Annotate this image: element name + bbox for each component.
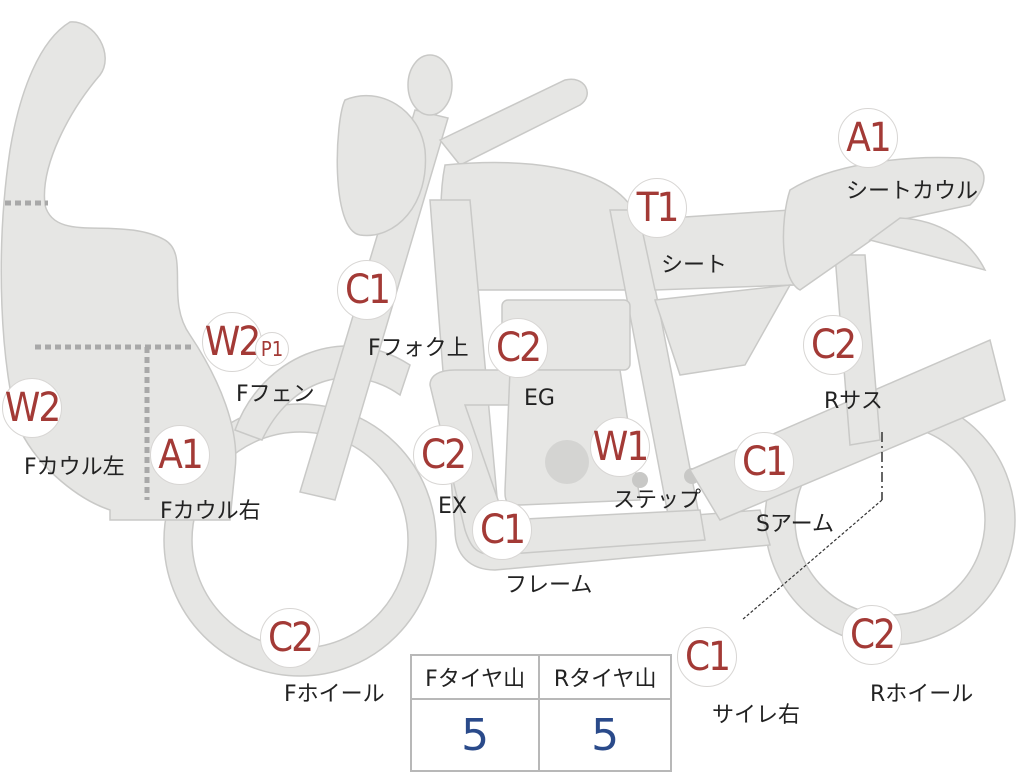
label-engine: EG [524,386,555,411]
grade-badge-swing-arm: C1 [734,432,794,492]
headlight-shape [336,94,427,237]
tail-shape [868,217,987,272]
label-exhaust: EX [438,494,467,519]
grade-badge-f-fork-upper: C1 [337,260,397,320]
label-f-fork-upper: Fフォク上 [368,336,469,361]
label-f-cowl-right: Fカウル右 [160,499,261,524]
grade-badge-engine: C2 [488,318,548,378]
tire-tread-table: Fタイヤ山 Rタイヤ山 5 5 [409,654,672,772]
label-r-wheel: Rホイール [870,682,974,707]
rear-tire-header: Rタイヤ山 [538,654,672,700]
label-rear-suspension: Rサス [824,389,883,414]
muffler-leader [741,499,883,621]
front-cowl-shape [0,21,237,521]
grade-badge-frame: C1 [472,500,532,560]
grade-badge-f-cowl-right: A1 [150,425,210,485]
grade-badge-r-wheel: C2 [842,605,902,665]
label-muffler-right: サイレ右 [712,703,801,728]
label-swing-arm: Sアーム [756,512,834,537]
grade-badge-f-fender: W2 [202,312,262,372]
label-frame: フレーム [505,573,593,598]
handlebar-shape [438,78,588,166]
label-seat-cowl: シートカウル [846,179,979,204]
grade-badge-f-cowl-left: W2 [2,378,62,438]
step-peg-1 [632,472,648,488]
front-tire-value: 5 [409,698,541,772]
label-seat: シート [661,253,728,278]
front-tire-header: Fタイヤ山 [409,654,541,700]
label-f-fender: Fフェン [236,382,315,407]
side-cover-shape [653,284,792,376]
grade-badge-muffler-right: C1 [677,627,737,687]
engine-cover [545,440,589,484]
label-f-wheel: Fホイール [284,682,385,707]
sub-grade-badge-f-fender: P1 [255,332,289,366]
mirror-shape [407,54,453,116]
grade-badge-rear-suspension: C2 [803,315,863,375]
grade-badge-f-wheel: C2 [260,608,320,668]
rear-tire-value: 5 [538,698,672,772]
front-wheel-outline [163,403,437,677]
grade-badge-step: W1 [590,417,650,477]
label-step: ステップ [613,488,702,513]
grade-badge-seat-cowl: A1 [838,108,898,168]
grade-badge-exhaust: C2 [413,425,473,485]
grade-badge-seat: T1 [627,178,687,238]
label-f-cowl-left: Fカウル左 [24,455,125,480]
